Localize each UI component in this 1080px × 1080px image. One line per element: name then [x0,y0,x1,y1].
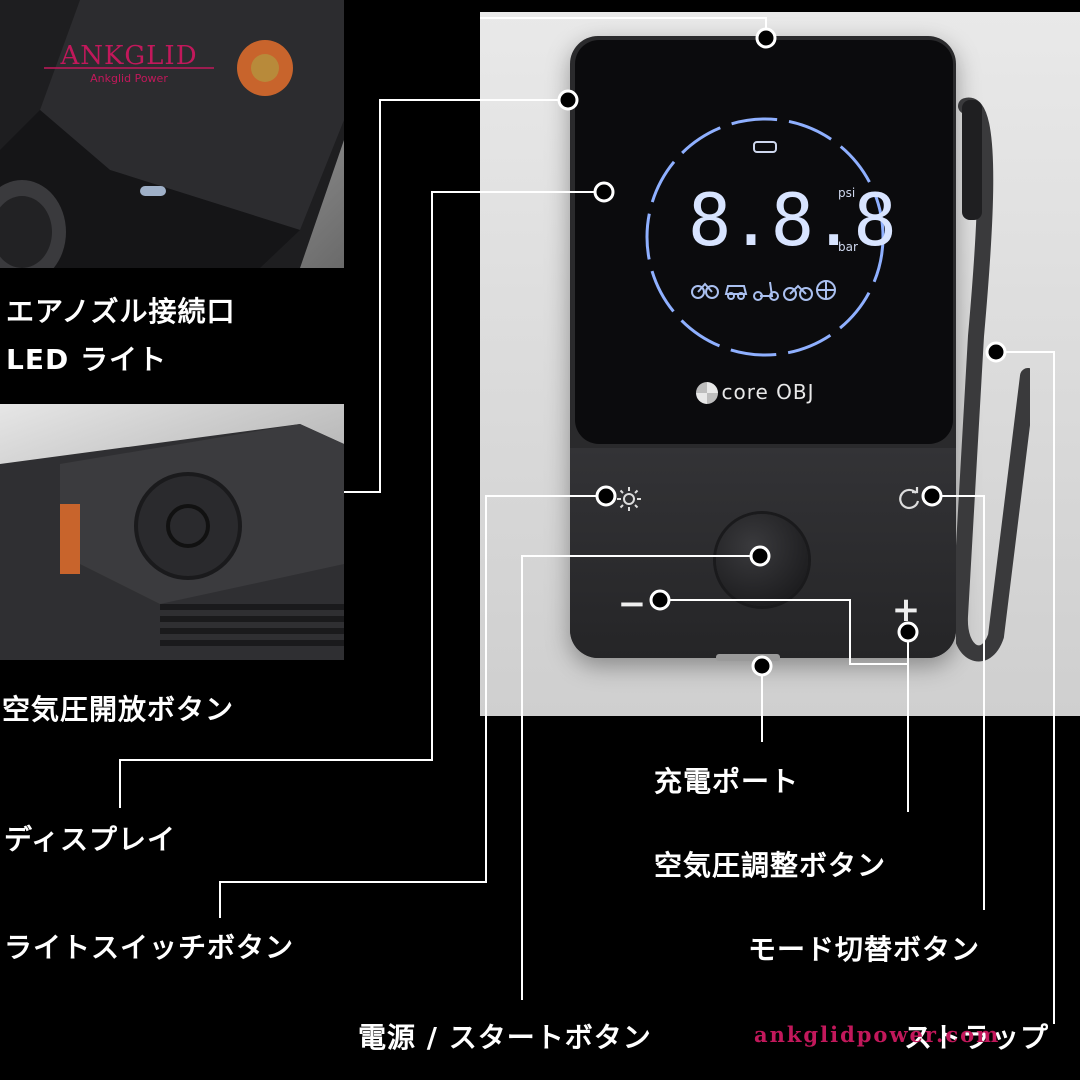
air-nozzle-closeup-illustration [0,0,344,268]
ball-icon [816,280,836,300]
light-switch-button[interactable] [614,484,644,514]
watermark-url: ankglidpower.com [754,1022,1001,1047]
brand-logo-icon [696,382,718,404]
scooter-icon [753,281,779,301]
battery-icon [753,141,777,153]
label-pressure-adjust-button: 空気圧調整ボタン [654,849,887,882]
label-light-switch-button: ライトスイッチボタン [4,931,295,964]
display-ring [645,117,885,357]
label-power-start-button: 電源 / スタートボタン [358,1021,652,1054]
label-mode-switch-button: モード切替ボタン [748,933,981,966]
sun-icon [617,487,641,511]
release-button-icon [134,472,242,580]
unit-psi: psi [838,186,856,200]
unit-bar: bar [838,240,858,254]
charging-port[interactable] [716,654,780,661]
strap [956,97,1030,662]
display-screen [575,40,953,444]
ankglid-logo: ANKGLID Ankglid Power [44,41,214,85]
label-strap: ストラップ [904,1021,1050,1054]
car-icon [724,285,748,300]
bicycle-icon [691,282,719,299]
led-light-icon [140,186,166,196]
label-led-light: LED ライト [6,343,167,376]
label-air-nozzle-port: エアノズル接続口 [6,295,236,328]
motorcycle-icon [783,284,813,301]
logo-name: ANKGLID [59,41,197,71]
air-nozzle-closeup-photo [0,0,344,268]
release-button-closeup-illustration [0,424,344,660]
label-display: ディスプレイ [4,823,177,856]
label-pressure-release-button: 空気圧開放ボタン [2,693,235,726]
logo-tagline: Ankglid Power [90,72,168,85]
cycle-icon [899,487,920,510]
release-button-closeup-photo [0,404,344,660]
brand-text: core OBJ [721,380,815,404]
pressure-minus-button[interactable]: − [617,584,647,624]
mode-switch-button[interactable] [894,484,924,514]
label-charging-port: 充電ポート [654,765,800,798]
mode-icons-row [691,280,836,301]
